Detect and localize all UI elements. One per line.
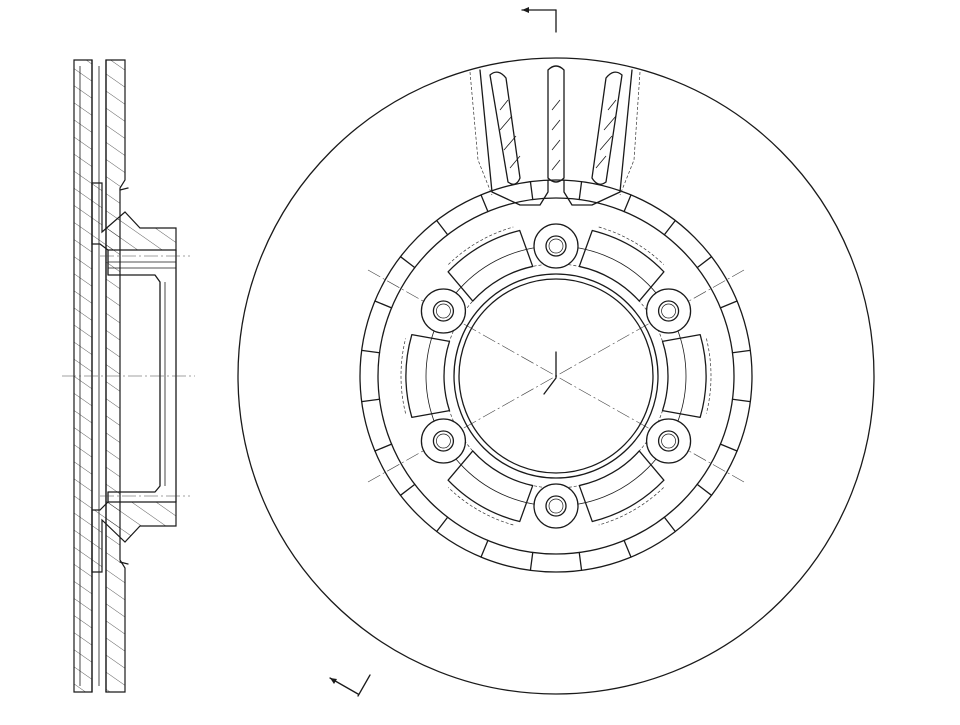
stud-boss	[420, 288, 467, 334]
pocket-hidden-edge	[448, 226, 514, 265]
vane-tooth	[623, 194, 632, 213]
stud-hole	[432, 300, 455, 322]
section-arrow-bottom	[329, 674, 371, 697]
section-arrow-top	[521, 7, 557, 33]
vane-tooth	[374, 443, 393, 452]
side-section-view	[62, 59, 195, 693]
vane-tooth	[399, 483, 416, 496]
vane-tooth	[663, 219, 676, 236]
stud-hole	[657, 300, 680, 322]
vane-tooth	[719, 300, 738, 309]
center-bore	[453, 273, 659, 479]
stud-boss	[533, 223, 579, 269]
vane-tooth	[578, 551, 583, 571]
vane-tooth	[361, 398, 381, 403]
stud-hole	[545, 495, 567, 517]
stud-hole	[432, 430, 455, 452]
hub-pocket	[447, 229, 534, 302]
stud-hole-inner	[548, 498, 564, 514]
cooling-vane-center	[547, 65, 565, 183]
stud-boss	[645, 418, 692, 464]
vane-tooth	[399, 256, 416, 269]
vane-tooth	[529, 551, 534, 571]
stud-hole-inner	[548, 238, 564, 254]
vane-tooth	[663, 516, 676, 533]
hub-hat-upper-section	[91, 182, 177, 251]
vane-tooth	[719, 443, 738, 452]
stud-hole-inner	[661, 433, 676, 449]
vane-tooth	[361, 349, 381, 354]
vane-tooth	[480, 194, 489, 213]
vane-tooth	[436, 219, 449, 236]
front-view	[237, 7, 875, 697]
vane-teeth	[361, 181, 751, 571]
stud-boss	[420, 418, 467, 464]
hub-hat-lower-section	[91, 501, 177, 573]
hub-outer-ring	[359, 179, 753, 573]
pocket-hidden-edge	[706, 338, 712, 414]
stud-boss	[533, 483, 579, 529]
disc-outer-edge	[237, 57, 875, 695]
vane-tooth	[480, 539, 489, 558]
vane-tooth	[623, 539, 632, 558]
hub-pocket	[447, 450, 534, 523]
vane-tooth	[529, 181, 534, 201]
cooling-vane-left	[489, 71, 521, 185]
stud-hole-inner	[661, 303, 676, 319]
stud-hole-inner	[436, 303, 451, 319]
stud-hole	[657, 430, 680, 452]
hub-pocket	[578, 450, 665, 523]
vane-tooth	[731, 349, 751, 354]
pocket-hidden-edge	[448, 487, 514, 526]
hub-pocket	[661, 334, 707, 418]
vane-tooth	[731, 398, 751, 403]
hub-pocket	[405, 334, 451, 418]
hub-pockets	[400, 226, 712, 526]
hub-bore-outline	[107, 249, 161, 503]
pocket-hidden-edge	[598, 226, 664, 265]
stud-bosses	[420, 223, 692, 529]
cooling-vane-right	[591, 71, 623, 185]
stud-hole-inner	[436, 433, 451, 449]
hub-pocket	[578, 229, 665, 302]
stud-boss	[645, 288, 692, 334]
vane-tooth	[578, 181, 583, 201]
vane-tooth	[696, 483, 713, 496]
pocket-hidden-edge	[598, 487, 664, 526]
hub-axis-marker	[543, 351, 557, 395]
stud-hole	[545, 235, 567, 257]
vane-tooth	[696, 256, 713, 269]
cooling-vanes	[469, 65, 641, 206]
pocket-hidden-edge	[400, 338, 406, 414]
vane-tooth	[374, 300, 393, 309]
vane-tooth	[436, 516, 449, 533]
